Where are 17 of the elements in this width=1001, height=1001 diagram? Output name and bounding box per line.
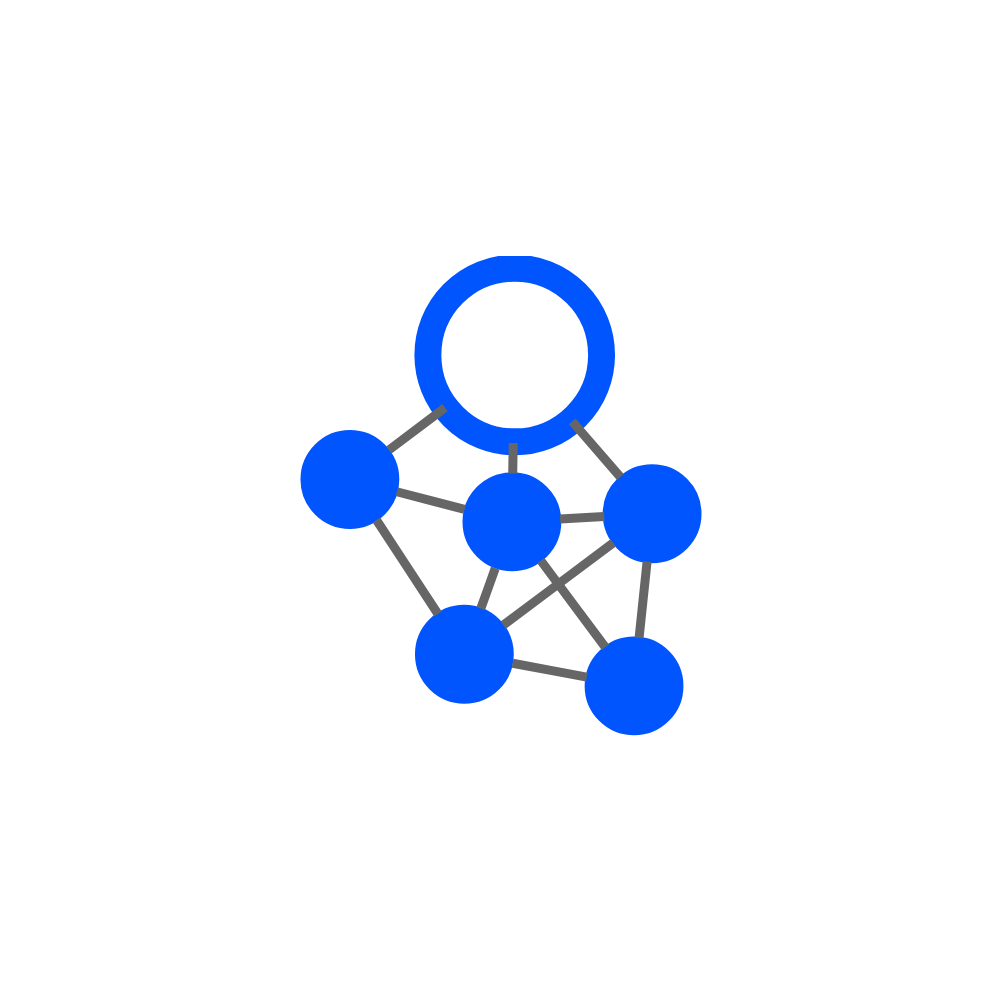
connector <box>536 557 609 650</box>
connector <box>568 417 624 480</box>
connector <box>559 511 604 523</box>
connector <box>476 566 499 610</box>
node-circle <box>300 429 399 529</box>
connector <box>500 538 616 629</box>
node-ring <box>413 255 615 455</box>
node-circle <box>602 463 701 563</box>
node-circle <box>414 604 514 704</box>
connector <box>507 442 518 474</box>
connector <box>385 403 448 454</box>
connector <box>372 517 442 616</box>
node-circle <box>462 471 561 571</box>
connector <box>634 560 652 638</box>
connector <box>395 486 466 514</box>
connector <box>511 658 588 681</box>
node-circle <box>584 636 683 735</box>
